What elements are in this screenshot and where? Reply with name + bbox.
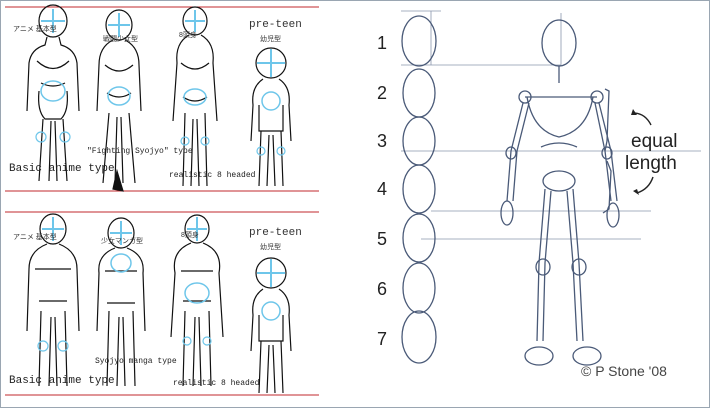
equal-length-line2: length bbox=[625, 153, 677, 174]
head-numbers: 1 2 3 4 5 6 7 bbox=[377, 33, 387, 349]
head-number-1: 1 bbox=[377, 33, 387, 53]
bottom-fig3-figure bbox=[170, 214, 224, 387]
top-fig1-jp: アニメ 基本型 bbox=[13, 24, 57, 33]
head-number-6: 6 bbox=[377, 279, 387, 299]
top-fig1-label: Basic anime type bbox=[9, 163, 115, 175]
bottom-fig4-jp: 幼児型 bbox=[260, 242, 281, 251]
bottom-fig1-label: Basic anime type bbox=[9, 375, 115, 387]
proportion-sketch: 1 2 3 4 5 6 7 bbox=[377, 10, 701, 379]
top-fig2-label: "Fighting Syojyo" type bbox=[87, 147, 193, 156]
top-fig4-figure bbox=[250, 47, 292, 187]
arrow-up-icon bbox=[631, 109, 637, 115]
top-fig1-figure bbox=[26, 4, 80, 182]
bottom-fig4-figure bbox=[250, 257, 292, 394]
top-fig3-jp: 8頭身 bbox=[179, 30, 197, 39]
bottom-fig4-title: pre-teen bbox=[249, 227, 302, 239]
bottom-fig3-label: realistic 8 headed bbox=[173, 379, 260, 388]
head-number-5: 5 bbox=[377, 229, 387, 249]
top-panel: アニメ 基本型 戦闘少女型 8頭身 pre-teen 幼児型 "Fighting… bbox=[5, 4, 319, 192]
top-fig2-jp: 戦闘少女型 bbox=[103, 34, 138, 43]
head-number-3: 3 bbox=[377, 131, 387, 151]
top-fig4-title: pre-teen bbox=[249, 19, 302, 31]
bottom-fig1-jp: アニメ 基本型 bbox=[13, 232, 57, 241]
anime-types-sheet: アニメ 基本型 戦闘少女型 8頭身 pre-teen 幼児型 "Fighting… bbox=[5, 4, 319, 396]
copyright-text: © P Stone '08 bbox=[581, 363, 667, 379]
head-number-4: 4 bbox=[377, 179, 387, 199]
bottom-fig2-label: Syojyo manga type bbox=[95, 357, 177, 366]
mannequin-figure bbox=[500, 19, 620, 366]
arrow-down-icon bbox=[633, 189, 639, 195]
top-fig3-figure bbox=[172, 6, 218, 187]
bottom-panel: アニメ 基本型 少女マンガ型 8頭身 pre-teen 幼児型 Syojyo m… bbox=[5, 211, 319, 396]
head-number-2: 2 bbox=[377, 83, 387, 103]
head-number-7: 7 bbox=[377, 329, 387, 349]
equal-length-annotation: equal length bbox=[625, 109, 678, 195]
bottom-fig1-figure bbox=[26, 213, 80, 387]
top-fig3-label: realistic 8 headed bbox=[169, 171, 256, 180]
bottom-fig2-figure bbox=[96, 217, 146, 387]
top-fig4-jp: 幼児型 bbox=[260, 34, 281, 43]
equal-length-line1: equal bbox=[631, 131, 678, 152]
bottom-fig2-jp: 少女マンガ型 bbox=[101, 236, 143, 245]
bottom-fig3-jp: 8頭身 bbox=[181, 230, 199, 239]
head-ovals bbox=[401, 15, 437, 364]
top-fig2-figure bbox=[96, 9, 142, 192]
